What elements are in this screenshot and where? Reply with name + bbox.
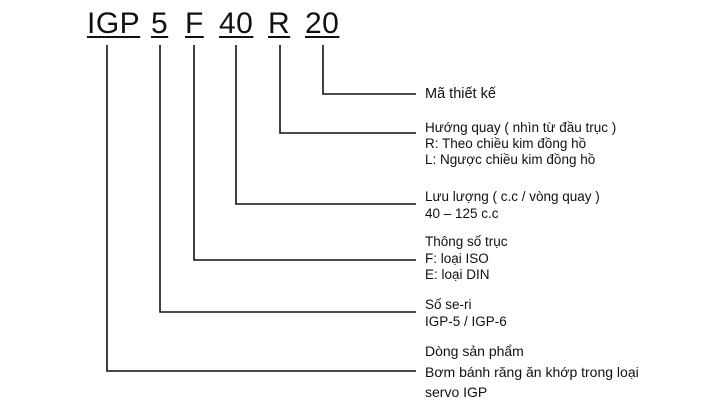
shaft-title: Thông số trục [425,234,508,249]
code-segment-product-line: IGP [87,7,141,40]
leader-shaft [193,45,416,261]
displacement-title: Lưu lượng ( c.c / vòng quay ) [425,189,600,204]
code-segment-shaft: F [185,7,204,40]
series-title: Số se-ri [425,297,472,312]
product-line-description-cont: servo IGP [425,384,488,400]
code-segment-design: 20 [305,7,340,40]
leader-product [106,45,416,372]
code-segment-series: 5 [151,7,169,40]
rotation-option-r: R: Theo chiều kim đồng hồ [425,136,587,151]
shaft-option-f: F: loại ISO [425,251,489,266]
rotation-title: Hướng quay ( nhìn từ đầu trục ) [425,120,617,135]
leader-displacement [235,45,416,205]
series-values: IGP-5 / IGP-6 [425,314,507,329]
shaft-option-e: E: loại DIN [425,267,490,282]
product-line-title: Dòng sản phẩm [425,343,524,359]
leader-rotation [279,45,416,134]
leader-design [322,45,416,95]
design-code-title: Mã thiết kế [425,86,496,102]
leader-series [159,45,416,313]
displacement-range: 40 – 125 c.c [425,206,499,221]
code-segment-rotation: R [268,7,291,40]
code-segment-displacement: 40 [219,7,254,40]
rotation-option-l: L: Ngược chiều kim đồng hồ [425,152,596,167]
product-line-description: Bơm bánh răng ăn khớp trong loại [425,364,639,380]
